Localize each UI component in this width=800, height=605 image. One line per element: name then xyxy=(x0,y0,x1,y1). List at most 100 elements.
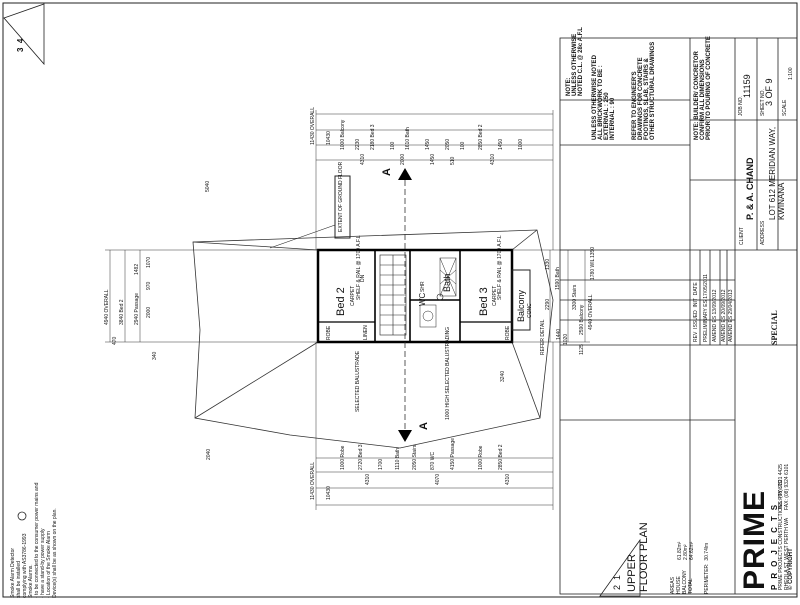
dim-left: 3840 Bed 2 xyxy=(119,299,125,325)
dim-bottom-chain: 4310 xyxy=(505,473,511,485)
dim-right: 1330 xyxy=(545,258,551,270)
dim-top-segment: 1610 Bath xyxy=(405,127,411,150)
dim-left: 340 xyxy=(152,351,158,360)
dim-top-segment: 2850 Bed 2 xyxy=(478,124,484,150)
revision-row: AMEND ES 13/09/2012 xyxy=(712,289,718,342)
dim-top-segment: 1000 xyxy=(518,138,524,150)
dim-top-segment: 1000 Balcony xyxy=(340,119,346,150)
dim-bottom-segment: 1000 Robe xyxy=(340,445,346,470)
revision-row: AMEND ES 20/09/2012 xyxy=(721,289,727,342)
room-note-shr: SHR xyxy=(420,281,426,292)
copyright-text: © COPYRIGHT xyxy=(788,548,794,590)
extent-callout-box xyxy=(334,175,351,239)
dim-top-segment: 2230 xyxy=(355,138,361,150)
job-no-label: JOB NO. xyxy=(738,95,744,116)
corner-label-top: 3 4 xyxy=(16,38,25,52)
smoke-alarm-icon xyxy=(17,511,27,521)
room-note-linen: LINEN xyxy=(363,325,369,340)
room-balcony: Balcony xyxy=(516,289,526,322)
dim-left: 970 xyxy=(146,281,152,290)
dim-bottom-segment: 870 WC xyxy=(430,451,436,470)
brand-logo: PRIME xyxy=(738,489,771,590)
dim-top-segment: 100 xyxy=(390,141,396,150)
dim-top-chain: 1450 xyxy=(430,153,436,165)
dim-top-segment: 2180 Bed 3 xyxy=(370,124,376,150)
dim-right: 1020 xyxy=(563,333,569,345)
corner-label-bottom: 2 1 xyxy=(612,574,622,590)
callout-balustrade: SELECTED BALUSTRADE xyxy=(355,350,361,412)
corner-marker-top xyxy=(3,3,45,66)
dim-bottom-inner: 10430 xyxy=(326,486,332,500)
dim-right: 2040 xyxy=(206,448,212,460)
dim-right: 1780 WIL xyxy=(590,258,596,280)
room-note-shelf: SHELF & RAIL @ 1700 A.F.L xyxy=(497,235,503,300)
address-text: LOT 612 MERIDIAN WAY,KWINANA xyxy=(768,126,786,220)
dimension-lines-bottom xyxy=(315,342,554,510)
dimension-lines-left xyxy=(105,249,318,343)
perimeter: PERIMETER: 30.74lm xyxy=(704,542,710,594)
stairs xyxy=(379,254,407,336)
dim-bottom-segment: 1000 Robe xyxy=(478,445,484,470)
client-label: CLIENT xyxy=(739,227,745,245)
dim-top-chain: 510 xyxy=(450,156,456,165)
dim-left: 1070 xyxy=(146,256,152,268)
callout-balustrading: 1000 HIGH SELECTED BALUSTRADING xyxy=(445,326,451,420)
dim-bottom-segment: 1110 Bath xyxy=(395,447,401,470)
dim-top-segment: 2050 xyxy=(445,138,451,150)
sheet-no: 3 OF 9 xyxy=(764,78,774,106)
room-bed-3: Bed 3 xyxy=(478,287,490,316)
room-wc: WC xyxy=(418,292,427,306)
dim-left: 470 xyxy=(112,336,118,345)
room-note-dn: DN xyxy=(360,274,366,282)
section-marker-bottom: A xyxy=(418,422,430,430)
dimension-lines-right xyxy=(512,249,590,343)
dim-top-segment: 100 xyxy=(460,141,466,150)
callout-refer-detail: REFER DETAIL xyxy=(540,319,546,355)
revision-header: REV ISSUED INIT DATE xyxy=(693,282,699,342)
dim-bottom-chain: 4310 xyxy=(365,473,371,485)
dim-right: 3240 xyxy=(500,370,506,382)
dim-right: 5040 xyxy=(205,180,211,192)
dim-top-chain: 4310 xyxy=(360,153,366,165)
dim-bottom-segment: 2720 Bed 3 xyxy=(358,444,364,470)
dim-top-inner: 10430 xyxy=(326,131,332,145)
dim-left: 1482 xyxy=(134,263,140,275)
dim-right: 2290 xyxy=(545,298,551,310)
dim-bottom-segment: 2850 Bed 2 xyxy=(498,444,504,470)
scale-value: 1:100 xyxy=(788,67,794,80)
dim-top-chain: 2000 xyxy=(400,153,406,165)
dim-bottom-overall: 11430 OVERALL xyxy=(310,462,316,500)
room-note-robe: ROBE xyxy=(505,325,511,340)
dim-top-chain: 4310 xyxy=(490,153,496,165)
dim-top-overall: 11430 OVERALL xyxy=(310,107,316,145)
callout-extent: EXTENT OF GROUND FLOOR xyxy=(338,161,344,232)
dim-right: 3300 Stairs xyxy=(572,284,578,310)
room-balcony-floor: CONC xyxy=(527,303,533,318)
special-label: SPECIAL xyxy=(770,310,779,345)
room-bath: Bath xyxy=(442,273,452,292)
dim-right: 4940 OVERALL xyxy=(588,294,594,330)
dim-left: 2000 xyxy=(146,306,152,318)
client-name: P. & A. CHAND xyxy=(745,157,755,220)
dimension-lines-top xyxy=(315,110,554,250)
dim-bottom-segment: 1700 xyxy=(378,458,384,470)
dim-top-segment: 1450 xyxy=(425,138,431,150)
revision-row: PRELIMINARY ES 17/05/2011 xyxy=(703,274,709,342)
room-note-shelf: SHELF & RAIL @ 1700 A.F.L xyxy=(356,235,362,300)
balcony-outline xyxy=(511,269,531,331)
dim-right: 2590 Balcony xyxy=(579,304,585,335)
dim-left: 4940 OVERALL xyxy=(104,289,110,325)
dim-bottom-chain: 4070 xyxy=(435,473,441,485)
job-no: 11159 xyxy=(742,74,752,98)
smoke-alarm-icon xyxy=(436,293,444,301)
